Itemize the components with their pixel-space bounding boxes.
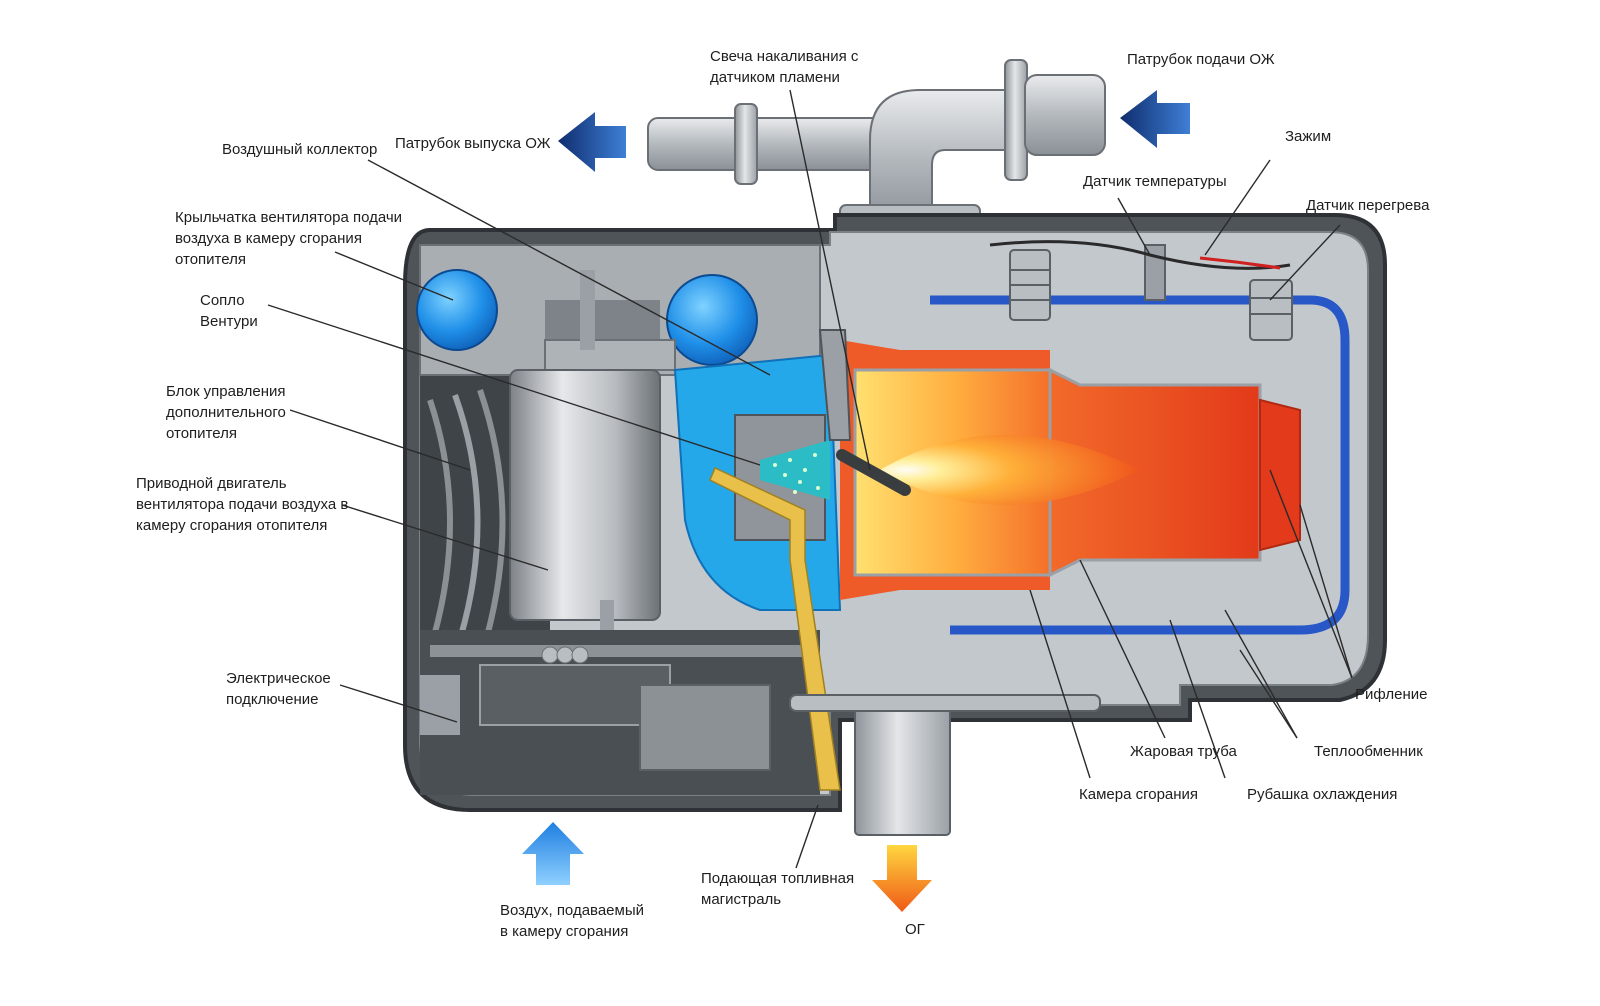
coolant-inlet-arrow: [1120, 90, 1190, 148]
label-air-intake: Воздух, подаваемый в камеру сгорания: [500, 902, 645, 940]
label-fan-impeller: Крыльчатка вентилятора подачи воздуха в …: [175, 209, 403, 268]
air-intake-arrow: [522, 822, 584, 885]
label-overheat-sensor: Датчик перегрева: [1306, 197, 1430, 214]
venturi-nozzle: [734, 414, 830, 541]
label-control-unit: Блок управления дополнительного отопител…: [166, 383, 286, 442]
coolant-inlet-pipe: [839, 59, 1106, 236]
sensor-wire-red: [1199, 256, 1281, 270]
coolant-outlet-pipe: [647, 103, 884, 185]
label-clamp: Зажим: [1285, 128, 1332, 145]
venturi-right: [666, 274, 758, 366]
coolant-outlet-arrow: [558, 112, 626, 172]
label-venturi: Сопло Вентури: [200, 292, 258, 330]
label-fuel-line: Подающая топливная магистраль: [701, 870, 855, 908]
label-ribbing: Рифление: [1355, 686, 1428, 703]
glow-plug: [818, 329, 911, 496]
label-coolant-inlet: Патрубок подачи ОЖ: [1127, 51, 1275, 68]
label-air-manifold: Воздушный коллектор: [222, 141, 378, 158]
temperature-sensor: [1009, 249, 1051, 321]
label-combustion-chamber: Камера сгорания: [1079, 786, 1199, 803]
fan-motor: [509, 270, 676, 650]
label-temperature-sensor: Датчик температуры: [1083, 173, 1227, 190]
combustion-chamber: [840, 340, 1301, 600]
label-cooling-jacket: Рубашка охлаждения: [1247, 786, 1398, 803]
label-coolant-outlet: Патрубок выпуска ОЖ: [395, 135, 551, 152]
label-heat-exchanger: Теплообменник: [1314, 743, 1423, 760]
venturi-left: [416, 269, 498, 351]
cooling-jacket: [930, 295, 1350, 635]
fuel-line: [709, 466, 841, 791]
label-fan-motor: Приводной двигатель вентилятора подачи в…: [136, 475, 349, 534]
label-flame-tube: Жаровая труба: [1130, 743, 1237, 760]
overheat-sensor: [1249, 279, 1293, 341]
exhaust-pipe: [789, 694, 1101, 836]
control-unit-bottom: [420, 630, 820, 795]
label-glow-plug: Свеча накаливания с датчиком пламени: [710, 48, 859, 86]
exhaust-arrow: [872, 845, 932, 912]
leader-lines: [267, 89, 1353, 869]
label-electrical-connection: Электрическое подключение: [226, 670, 331, 708]
label-exhaust: ОГ: [905, 921, 925, 938]
